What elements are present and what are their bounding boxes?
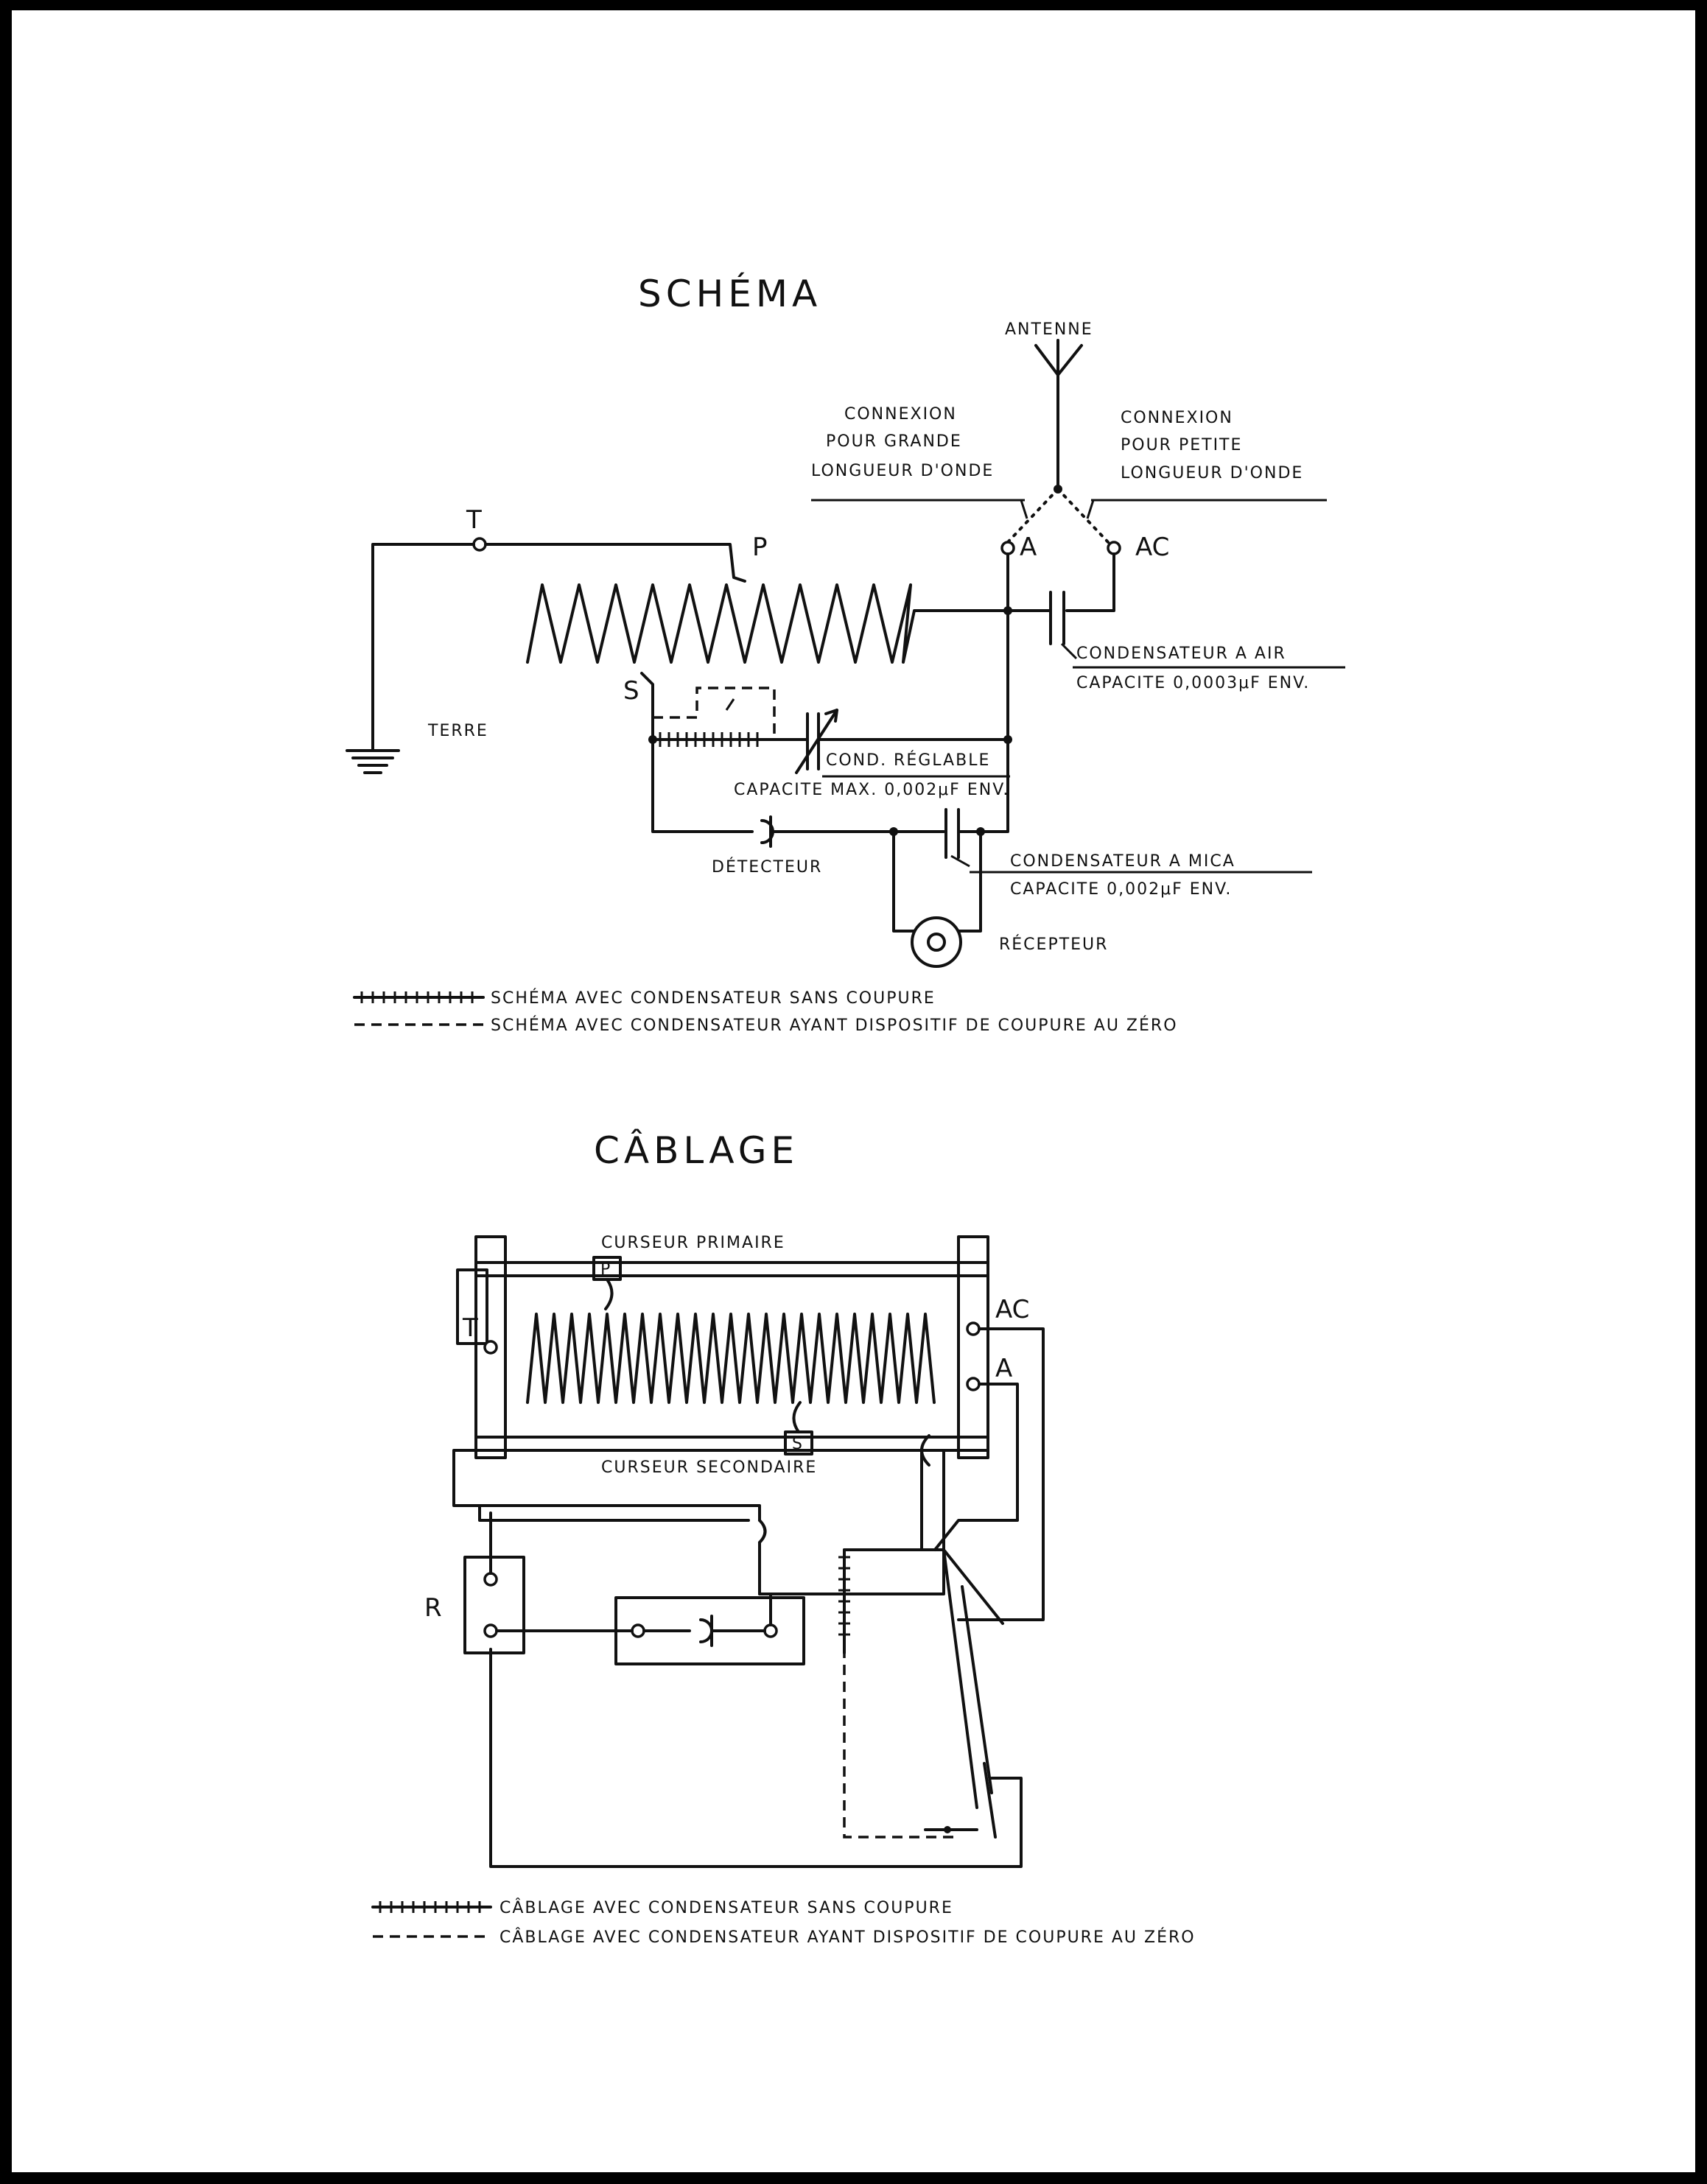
wire-crossover — [758, 1519, 767, 1544]
terminal-ac-label: AC — [1135, 533, 1169, 562]
t-block — [456, 1268, 488, 1345]
terminal-t-label: T — [466, 505, 482, 535]
detector-label: DÉTECTEUR — [712, 857, 822, 877]
a-terminal — [966, 1377, 981, 1391]
wire-mica-right — [957, 738, 1009, 833]
wire-t-ground — [371, 543, 475, 752]
var-condenser-solid-wiring — [651, 732, 807, 747]
short-arrow — [1086, 499, 1095, 519]
circuit-drawing: SCHÉMA ANTENNE CONNEXION POUR GRANDE LON… — [346, 272, 1345, 1947]
legend-solid-sample — [353, 991, 485, 1003]
mica-cap-line2: CAPACITE 0,002μF ENV. — [1010, 880, 1232, 899]
wire-s-to-detector — [758, 1449, 945, 1595]
mica-cap-line1: CONDENSATEUR A MICA — [1010, 852, 1235, 871]
var-cap-line1: COND. RÉGLABLE — [826, 751, 990, 770]
detector-crystal-icon — [699, 1615, 713, 1647]
wire-s-slider — [640, 672, 654, 741]
terminal-ac — [1107, 541, 1121, 555]
schema-legend-solid: SCHÉMA AVEC CONDENSATEUR SANS COUPURE — [491, 989, 936, 1008]
wire-t-slider-p — [484, 543, 746, 583]
receiver-icon — [911, 916, 962, 968]
cablage-var-cap-dashed — [843, 1631, 955, 1839]
wire-receiver-right — [957, 830, 982, 933]
page-sheet: SCHÉMA ANTENNE CONNEXION POUR GRANDE LON… — [12, 10, 1695, 2172]
terminal-a-label: A — [1020, 533, 1037, 562]
schema-legend-dashed: SCHÉMA AVEC CONDENSATEUR AYANT DISPOSITI… — [491, 1016, 1178, 1035]
secondary-slider-label: CURSEUR SECONDAIRE — [601, 1458, 817, 1477]
terminal-t — [472, 537, 487, 552]
wire-ac — [1065, 552, 1115, 612]
antenna-icon — [1034, 339, 1083, 494]
wire-a-main — [933, 1383, 1019, 1551]
detector-terminal-right — [763, 1623, 778, 1638]
long-wave-link — [1006, 488, 1059, 544]
cablage-legend-solid: CÂBLAGE AVEC CONDENSATEUR SANS COUPURE — [500, 1898, 953, 1917]
cablage-legend-solid-sample — [371, 1901, 492, 1913]
air-cap-pointer — [1060, 642, 1078, 660]
var-cap-line2: CAPACITE MAX. 0,002μF ENV. — [734, 781, 1009, 799]
air-condenser-icon — [1049, 591, 1065, 645]
short-wave-link — [1056, 488, 1110, 544]
wire-top-loop — [478, 1504, 750, 1522]
wire-primary-bottom — [452, 1449, 761, 1522]
mica-pointer — [950, 854, 970, 868]
mica-condenser-icon — [944, 808, 960, 859]
variable-condenser-icon — [795, 709, 838, 774]
wire-bottom-return — [489, 1648, 1023, 1868]
conn-long-line1: CONNEXION — [844, 405, 957, 424]
long-arrow — [1020, 499, 1028, 519]
wire-secondary-hop — [920, 1434, 930, 1467]
a-label: A — [995, 1354, 1012, 1383]
ac-terminal — [966, 1321, 981, 1336]
terminal-s-label: S — [623, 676, 639, 706]
wire-to-detector — [651, 738, 754, 833]
cablage-var-cap-solid — [838, 1548, 936, 1654]
schema-title: SCHÉMA — [638, 272, 821, 315]
primary-coil — [526, 583, 1009, 664]
conn-long-line2: POUR GRANDE — [826, 432, 962, 451]
cablage-title: CÂBLAGE — [594, 1128, 799, 1172]
air-cap-line1: CONDENSATEUR A AIR — [1076, 645, 1286, 663]
detector-terminal-left — [631, 1623, 645, 1638]
conn-short-line3: LONGUEUR D'ONDE — [1121, 464, 1303, 482]
air-cap-plate-wire — [942, 1548, 1004, 1625]
r-block — [463, 1556, 525, 1654]
coil-frame — [474, 1235, 989, 1459]
t-label: T — [462, 1313, 478, 1343]
r-terminal-bottom — [483, 1623, 498, 1638]
wire-secondary-down — [920, 1449, 945, 1551]
conn-short-line2: POUR PETITE — [1121, 436, 1242, 454]
secondary-slider-spring — [792, 1401, 802, 1433]
primary-slider-spring — [604, 1278, 614, 1310]
wire-receiver-left — [892, 830, 916, 933]
secondary-coil-drawing — [526, 1313, 936, 1404]
r-label: R — [424, 1593, 442, 1623]
var-condenser-dashed-wiring — [653, 687, 776, 740]
p-label: P — [600, 1260, 611, 1279]
primary-slider-label: CURSEUR PRIMAIRE — [601, 1234, 785, 1252]
terminal-p-label: P — [752, 533, 768, 562]
conn-short-line1: CONNEXION — [1121, 409, 1233, 427]
dashed-node — [944, 1826, 951, 1833]
terminal-a — [1000, 541, 1015, 555]
t-terminal — [483, 1340, 498, 1355]
s-label: S — [792, 1435, 804, 1453]
ac-label: AC — [995, 1295, 1029, 1324]
air-condenser-plates-icon — [942, 1548, 997, 1839]
cablage-legend-dashed: CÂBLAGE AVEC CONDENSATEUR AYANT DISPOSIT… — [500, 1928, 1196, 1947]
ground-icon — [346, 749, 400, 774]
receiver-label: RÉCEPTEUR — [999, 935, 1108, 954]
antenna-label: ANTENNE — [1005, 320, 1093, 339]
earth-label: TERRE — [427, 722, 488, 740]
dashed-arrow — [725, 698, 735, 711]
r-terminal-top — [483, 1572, 498, 1587]
conn-long-line3: LONGUEUR D'ONDE — [811, 462, 994, 480]
air-cap-line2: CAPACITE 0,0003μF ENV. — [1076, 674, 1310, 692]
